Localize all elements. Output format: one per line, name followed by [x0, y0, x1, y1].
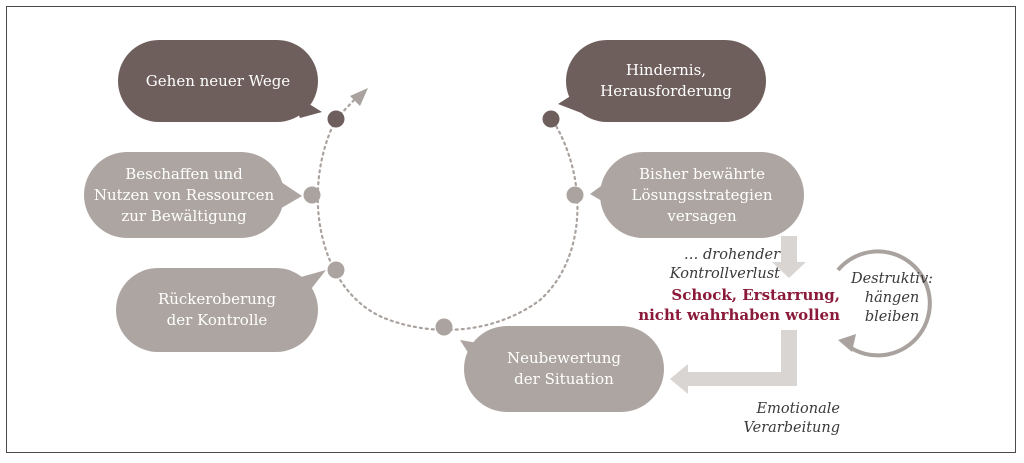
bubble-beschaffen-line-1: Beschaffen und: [125, 164, 243, 183]
label-destruktiv: Destruktiv: hängen bleiben: [842, 270, 942, 327]
emotional-processing-arrow: [670, 236, 806, 394]
bubble-hindernis-line-1: Hindernis,: [625, 61, 707, 79]
bubble-neubewertung-line-2: der Situation: [514, 370, 614, 388]
arc-arrow-tail: [334, 96, 358, 121]
arc-arrowhead: [350, 88, 368, 106]
destructive-loop-arrowhead: [838, 334, 856, 352]
bubble-gehen: Gehen neuer Wege: [118, 40, 318, 122]
bubble-beschaffen-shape: [84, 152, 302, 238]
label-shock-line-2: nicht wahrhaben wollen: [638, 306, 840, 324]
bubble-bisher-line-1: Bisher bewährte: [639, 164, 765, 183]
bubble-hindernis-line-2: Herausforderung: [600, 82, 732, 100]
bubble-hindernis-shape: [558, 40, 766, 122]
dot-beschaffen: [303, 186, 321, 204]
bubble-neubewertung-line-1: Neubewertung: [507, 349, 621, 367]
dot-neubewertung: [435, 318, 453, 336]
label-destruktiv-line-1: Destruktiv:: [850, 271, 934, 287]
bubble-gehen-line-1: Gehen neuer Wege: [145, 71, 291, 90]
destructive-loop-arrow: [836, 249, 932, 358]
label-shock-line-1: Schock, Erstarrung,: [671, 286, 840, 304]
bubble-beschaffen: Beschaffen und Nutzen von Ressourcen zur…: [84, 152, 284, 238]
dot-gehen: [327, 110, 345, 128]
bubble-neubewertung-shape: [460, 326, 664, 412]
bubble-gehen-shape: [118, 40, 322, 122]
label-shock: Schock, Erstarrung, nicht wahrhaben woll…: [620, 285, 840, 325]
dot-hindernis: [542, 110, 560, 128]
bubble-bisher: Bisher bewährte Lösungsstrategien versag…: [600, 152, 804, 238]
bubble-rueckeroberung-line-1: Rückeroberung: [157, 290, 277, 308]
bubble-beschaffen-line-2: Nutzen von Ressourcen: [93, 185, 275, 204]
cycle-arc: [316, 117, 579, 331]
bubble-hindernis: Hindernis, Herausforderung: [566, 40, 766, 122]
label-kontrollverlust: … drohender Kontrollverlust: [669, 247, 780, 282]
bubble-bisher-line-2: Lösungsstrategien: [631, 185, 773, 204]
bubble-rueckeroberung: Rückeroberung der Kontrolle: [116, 268, 318, 352]
bubble-bisher-line-3: versagen: [667, 206, 737, 225]
bubble-neubewertung: Neubewertung der Situation: [464, 326, 664, 412]
bubble-bisher-shape: [590, 152, 804, 238]
bubble-rueckeroberung-shape: [116, 268, 326, 352]
label-destruktiv-line-2: hängen: [864, 290, 920, 306]
label-destruktiv-line-3: bleiben: [864, 309, 920, 325]
bubble-rueckeroberung-line-2: der Kontrolle: [166, 311, 268, 329]
dot-rueckeroberung: [327, 261, 345, 279]
dot-bisher: [566, 186, 584, 204]
label-emotionale: Emotionale Verarbeitung: [743, 401, 840, 436]
bubble-beschaffen-line-3: zur Bewältigung: [121, 206, 247, 225]
